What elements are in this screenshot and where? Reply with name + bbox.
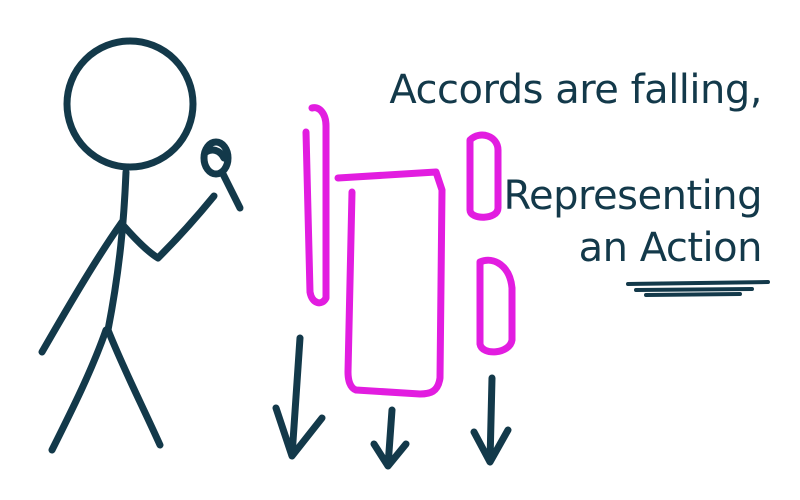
accord-bar-left	[302, 104, 330, 307]
accord-bar-top-right	[466, 131, 502, 221]
accord-bar-bottom-right	[476, 256, 516, 356]
down-arrow-center	[370, 406, 410, 470]
stick-figure-icon	[38, 37, 244, 454]
falling-accord-bars-icon	[302, 104, 516, 398]
caption-underline-scribble	[626, 280, 770, 297]
figure-torso	[104, 168, 130, 334]
figure-hand	[200, 138, 232, 178]
caption-line-accords-falling: Accords are falling,	[389, 67, 762, 113]
caption-line-an-action: an Action	[578, 225, 763, 271]
down-arrow-icon	[272, 334, 512, 470]
accord-bar-center	[334, 168, 446, 398]
figure-head	[63, 37, 197, 171]
caption-line-representing: Representing	[503, 173, 762, 219]
down-arrow-left	[272, 334, 326, 460]
figure-right-arm	[118, 192, 218, 262]
figure-hand-detail	[202, 146, 228, 162]
figure-right-leg	[104, 326, 164, 449]
figure-left-leg	[48, 326, 110, 454]
figure-left-arm	[38, 218, 126, 356]
figure-microphone	[218, 168, 244, 212]
down-arrow-right	[470, 374, 512, 466]
